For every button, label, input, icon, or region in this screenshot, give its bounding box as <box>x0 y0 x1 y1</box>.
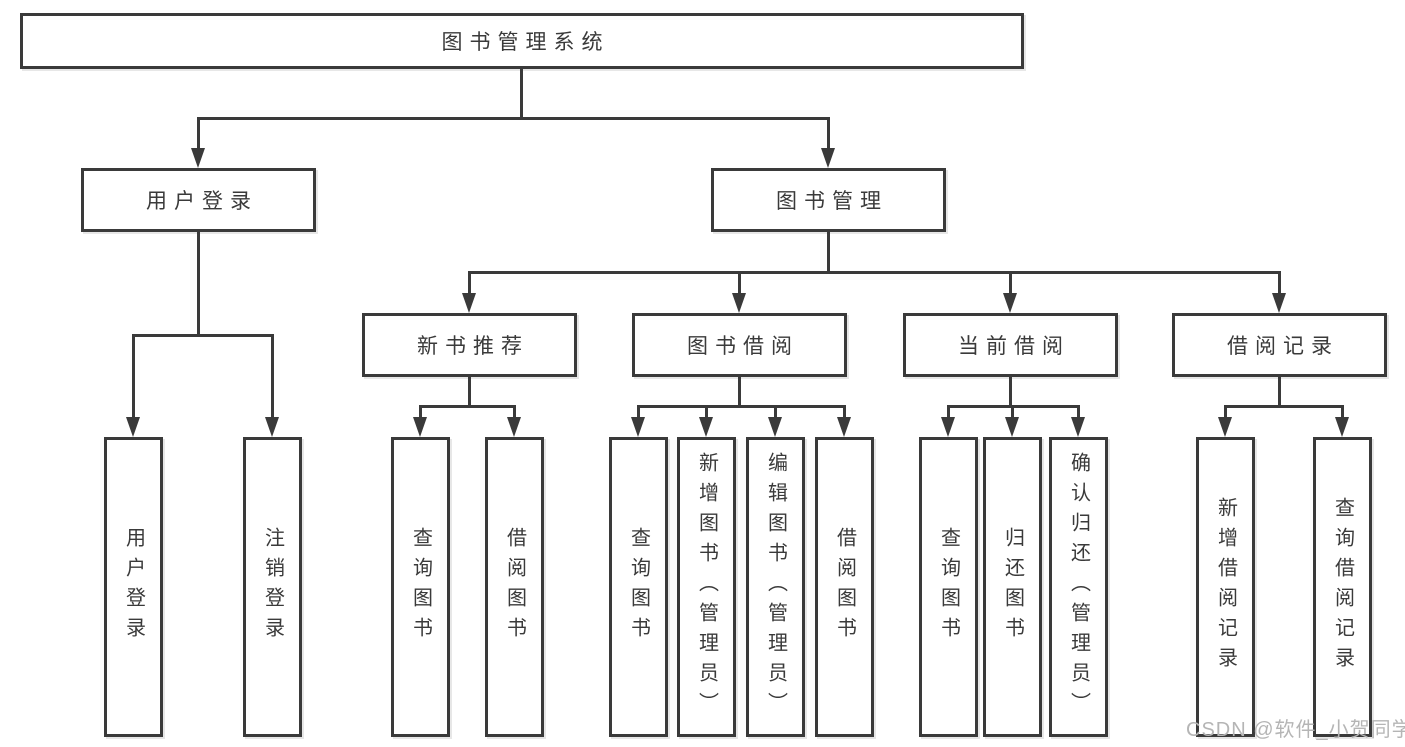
node-label: 查询图书 <box>409 527 432 647</box>
connector-stem <box>1278 271 1281 293</box>
connector-stem <box>774 405 777 417</box>
leaf-borrow-books-borrowing: 借阅图书 <box>815 437 874 737</box>
connector-stem <box>1009 377 1012 408</box>
node-library-management-system: 图书管理系统 <box>20 13 1024 69</box>
leaf-user-login: 用户登录 <box>104 437 163 737</box>
arrow-down-icon <box>699 417 713 437</box>
arrow-down-icon <box>631 417 645 437</box>
leaf-query-books-recommend: 查询图书 <box>391 437 450 737</box>
leaf-logout: 注销登录 <box>243 437 302 737</box>
leaf-confirm-return-admin: 确认归还（管理员） <box>1049 437 1108 737</box>
node-label: 用户登录 <box>146 190 258 213</box>
connector-stem <box>468 271 471 293</box>
csdn-watermark: CSDN @软件_小贺同学 <box>1186 719 1405 741</box>
connector-stem <box>1224 405 1227 417</box>
connector-stem <box>419 405 422 417</box>
connector-root-stem <box>520 69 523 119</box>
arrow-down-icon <box>507 417 521 437</box>
connector-stem <box>197 117 200 148</box>
node-borrowing-records: 借阅记录 <box>1172 313 1387 377</box>
connector-root-horizontal <box>197 117 830 120</box>
connector-stem <box>1077 405 1080 417</box>
node-label: 确认归还（管理员） <box>1067 452 1090 722</box>
leaf-edit-book-admin: 编辑图书（管理员） <box>746 437 805 737</box>
arrow-down-icon <box>462 293 476 313</box>
node-label: 借阅图书 <box>833 527 856 647</box>
node-label: 查询图书 <box>937 527 960 647</box>
arrow-down-icon <box>1005 417 1019 437</box>
node-book-borrowing: 图书借阅 <box>632 313 847 377</box>
connector-horizontal <box>1224 405 1344 408</box>
leaf-query-borrow-record: 查询借阅记录 <box>1313 437 1372 737</box>
node-label: 新书推荐 <box>417 335 529 358</box>
node-label: 图书管理 <box>776 190 888 213</box>
connector-stem <box>947 405 950 417</box>
connector-horizontal <box>468 271 1281 274</box>
node-label: 借阅记录 <box>1227 335 1339 358</box>
arrow-down-icon <box>837 417 851 437</box>
connector-horizontal <box>132 334 274 337</box>
connector-stem <box>468 377 471 408</box>
arrow-down-icon <box>1272 293 1286 313</box>
node-new-book-recommendation: 新书推荐 <box>362 313 577 377</box>
node-label: 注销登录 <box>261 527 284 647</box>
arrow-down-icon <box>821 148 835 168</box>
connector-stem <box>197 232 200 336</box>
node-label: 用户登录 <box>122 527 145 647</box>
arrow-down-icon <box>768 417 782 437</box>
connector-stem <box>132 334 135 417</box>
leaf-add-book-admin: 新增图书（管理员） <box>677 437 736 737</box>
node-label: 归还图书 <box>1001 527 1024 647</box>
arrow-down-icon <box>1003 293 1017 313</box>
node-label: 查询图书 <box>627 527 650 647</box>
connector-stem <box>738 377 741 408</box>
connector-stem <box>637 405 640 417</box>
connector-stem <box>827 232 830 273</box>
arrow-down-icon <box>732 293 746 313</box>
connector-stem <box>1278 377 1281 408</box>
arrow-down-icon <box>126 417 140 437</box>
arrow-down-icon <box>1218 417 1232 437</box>
arrow-down-icon <box>413 417 427 437</box>
connector-stem <box>1009 271 1012 293</box>
node-label: 借阅图书 <box>503 527 526 647</box>
leaf-add-borrow-record: 新增借阅记录 <box>1196 437 1255 737</box>
node-label: 新增借阅记录 <box>1214 497 1237 677</box>
connector-stem <box>513 405 516 417</box>
leaf-query-books-borrowing: 查询图书 <box>609 437 668 737</box>
node-label: 查询借阅记录 <box>1331 497 1354 677</box>
arrow-down-icon <box>1335 417 1349 437</box>
connector-stem <box>843 405 846 417</box>
node-label: 编辑图书（管理员） <box>764 452 787 722</box>
node-book-management: 图书管理 <box>711 168 946 232</box>
leaf-return-books: 归还图书 <box>983 437 1042 737</box>
arrow-down-icon <box>1071 417 1085 437</box>
node-label: 图书借阅 <box>687 335 799 358</box>
connector-stem <box>705 405 708 417</box>
node-user-login: 用户登录 <box>81 168 316 232</box>
connector-stem <box>271 334 274 417</box>
node-label: 新增图书（管理员） <box>695 452 718 722</box>
connector-horizontal <box>419 405 516 408</box>
node-label: 当前借阅 <box>958 335 1070 358</box>
connector-horizontal <box>637 405 846 408</box>
leaf-query-books-current: 查询图书 <box>919 437 978 737</box>
connector-stem <box>738 271 741 293</box>
connector-stem <box>1341 405 1344 417</box>
leaf-borrow-books-recommend: 借阅图书 <box>485 437 544 737</box>
node-current-borrowing: 当前借阅 <box>903 313 1118 377</box>
arrow-down-icon <box>191 148 205 168</box>
node-label: 图书管理系统 <box>441 31 610 54</box>
connector-stem <box>827 117 830 148</box>
arrow-down-icon <box>941 417 955 437</box>
arrow-down-icon <box>265 417 279 437</box>
connector-stem <box>1011 405 1014 417</box>
